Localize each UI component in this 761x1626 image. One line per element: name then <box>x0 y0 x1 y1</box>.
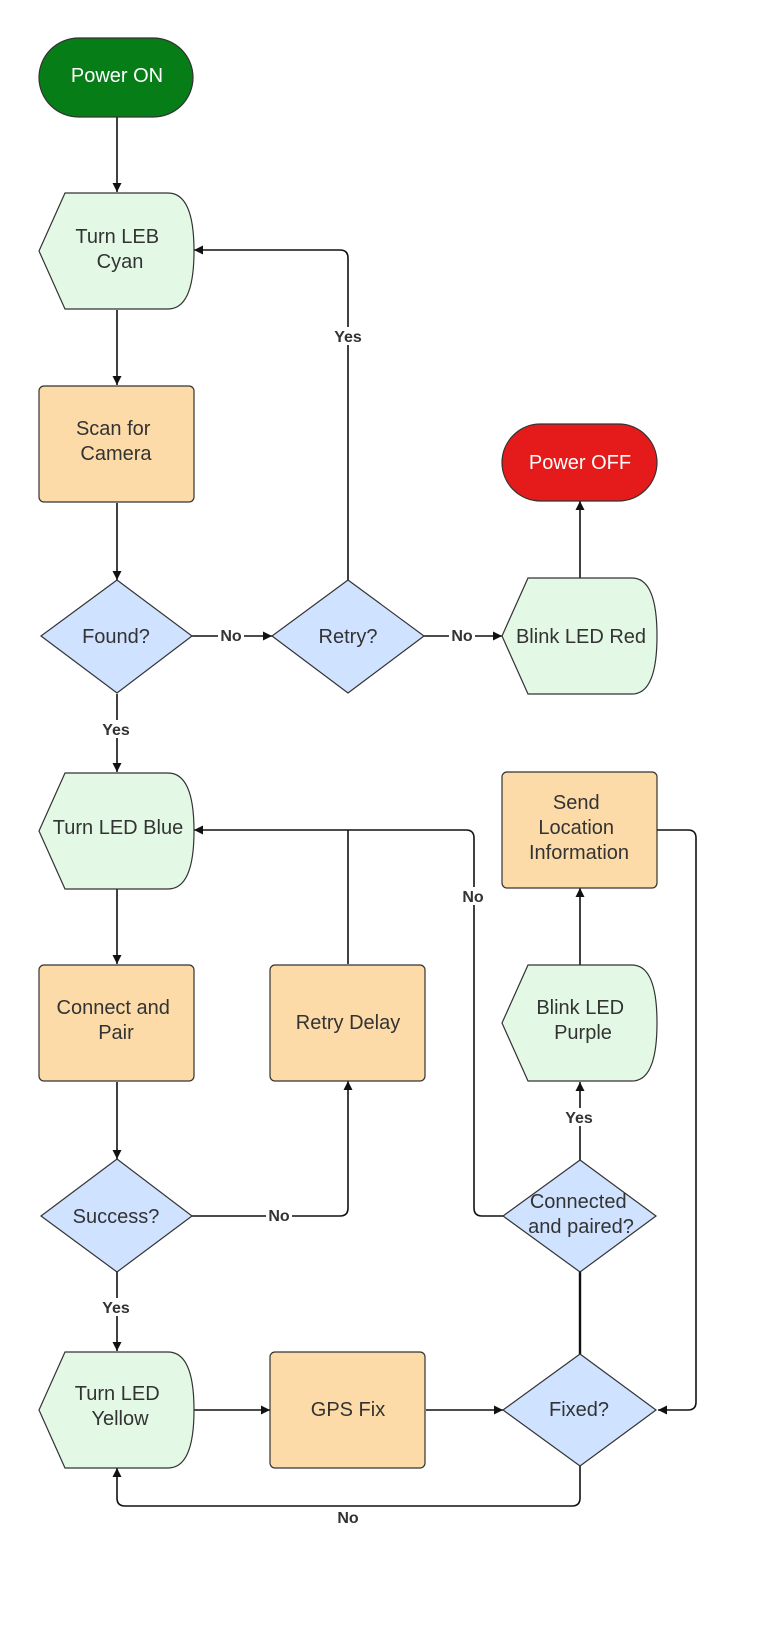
found-decision-label: Found? <box>82 626 150 648</box>
power-off-label: Power OFF <box>529 452 631 474</box>
edge-label-connected-no: No <box>462 889 484 906</box>
connected-and-paired-decision-node: Connected and paired? <box>501 1159 658 1273</box>
success-decision-label: Success? <box>73 1206 160 1228</box>
turn-led-yellow-label-line1: Turn LED <box>75 1383 160 1405</box>
gps-fix-shape <box>269 1351 426 1469</box>
turn-led-cyan-shape <box>38 192 195 310</box>
retry-delay-label: Retry Delay <box>296 1012 400 1034</box>
connected-and-paired-decision-shape <box>501 1159 658 1273</box>
gps-fix-node: GPS Fix <box>269 1351 426 1469</box>
edge-fixed-no-to-turn-led-yellow <box>112 1466 581 1507</box>
svg-text:Retry Delay: Retry Delay <box>296 1012 400 1034</box>
edge-label-retry-yes: Yes <box>334 329 362 346</box>
blink-led-red-node: Blink LED Red <box>501 577 658 695</box>
send-location-information-node: Send Location Information <box>501 771 658 889</box>
retry-decision-node: Retry? <box>270 579 426 694</box>
svg-text:Retry?: Retry? <box>319 626 378 648</box>
blink-led-purple-shape <box>501 964 658 1082</box>
gps-fix-label: GPS Fix <box>311 1399 385 1421</box>
turn-led-yellow-shape <box>38 1351 195 1469</box>
svg-text:Turn LED Yellow: Turn LED Yellow <box>75 1383 165 1430</box>
edge-connected-no-to-turn-led-blue <box>194 825 503 1217</box>
edge-label-success-no: No <box>268 1208 290 1225</box>
blink-led-red-shape <box>501 577 658 695</box>
connect-and-pair-label-line1: Connect and <box>57 997 170 1019</box>
edge-success-no-to-retry-delay <box>192 1081 353 1217</box>
send-location-label-line2: Location <box>538 817 614 839</box>
svg-text:Power ON: Power ON <box>71 65 163 87</box>
svg-text:Turn LEB Cyan: Turn LEB Cyan <box>75 226 164 273</box>
send-location-information-shape <box>501 771 658 889</box>
power-on-shape <box>38 37 194 118</box>
connected-and-paired-label-line1: Connected <box>530 1191 627 1213</box>
svg-text:Connected and paired?: Connected and paired? <box>528 1191 634 1238</box>
blink-led-purple-node: Blink LED Purple <box>501 964 658 1082</box>
svg-text:Fixed?: Fixed? <box>549 1399 609 1421</box>
nodes: Power ON Turn LEB Cyan Scan for Camera F… <box>38 37 658 1469</box>
blink-led-red-label: Blink LED Red <box>516 626 646 648</box>
svg-text:Blink LED Purple: Blink LED Purple <box>536 997 629 1044</box>
send-location-label-line3: Information <box>529 842 629 864</box>
power-off-node: Power OFF <box>501 423 658 502</box>
fixed-decision-shape <box>501 1353 658 1467</box>
svg-text:Power OFF: Power OFF <box>529 452 631 474</box>
connected-and-paired-label-line2: and paired? <box>528 1216 634 1238</box>
scan-for-camera-node: Scan for Camera <box>38 385 195 503</box>
edge-label-connected-yes: Yes <box>565 1110 593 1127</box>
edge-label-retry-no: No <box>451 628 473 645</box>
power-on-node: Power ON <box>38 37 194 118</box>
svg-text:Turn LED Blue: Turn LED Blue <box>53 817 183 839</box>
retry-delay-node: Retry Delay <box>269 964 426 1082</box>
edge-label-found-yes: Yes <box>102 722 130 739</box>
edge-label-found-no: No <box>220 628 242 645</box>
send-location-label-line1: Send <box>553 792 600 814</box>
connect-and-pair-shape <box>38 964 195 1082</box>
turn-led-yellow-label-line2: Yellow <box>91 1408 149 1430</box>
svg-text:Blink LED Red: Blink LED Red <box>516 626 646 648</box>
blink-led-purple-label-line1: Blink LED <box>536 997 624 1019</box>
edge-labels: No Yes Yes No No Yes No No Yes <box>99 327 596 1527</box>
connect-and-pair-label-line2: Pair <box>98 1022 134 1044</box>
turn-led-blue-shape <box>38 772 195 890</box>
found-decision-node: Found? <box>39 579 193 694</box>
power-on-label: Power ON <box>71 65 163 87</box>
svg-text:Scan for Camera: Scan for Camera <box>76 418 156 465</box>
success-decision-node: Success? <box>39 1158 193 1273</box>
retry-delay-shape <box>269 964 426 1082</box>
success-decision-shape <box>39 1158 193 1273</box>
connect-and-pair-node: Connect and Pair <box>38 964 195 1082</box>
found-decision-shape <box>39 579 193 694</box>
turn-led-yellow-node: Turn LED Yellow <box>38 1351 195 1469</box>
edge-label-success-yes: Yes <box>102 1300 130 1317</box>
edges <box>112 117 697 1507</box>
scan-for-camera-label-line1: Scan for <box>76 418 151 440</box>
scan-for-camera-shape <box>38 385 195 503</box>
edge-retry-yes-to-turn-led-cyan <box>194 245 349 580</box>
turn-led-blue-node: Turn LED Blue <box>38 772 195 890</box>
svg-text:Send Location: Send Location Information <box>529 792 629 864</box>
svg-text:Found?: Found? <box>82 626 150 648</box>
blink-led-purple-label-line2: Purple <box>554 1022 612 1044</box>
svg-text:Success?: Success? <box>73 1206 160 1228</box>
turn-led-blue-label: Turn LED Blue <box>53 817 183 839</box>
edge-send-location-to-fixed <box>657 829 697 1415</box>
svg-text:Connect and Pair: Connect and Pair <box>57 997 176 1044</box>
retry-decision-shape <box>270 579 426 694</box>
scan-for-camera-label-line2: Camera <box>80 443 152 465</box>
turn-led-cyan-node: Turn LEB Cyan <box>38 192 195 310</box>
svg-text:GPS Fix: GPS Fix <box>311 1399 385 1421</box>
fixed-decision-label: Fixed? <box>549 1399 609 1421</box>
edge-label-fixed-no: No <box>337 1510 359 1527</box>
fixed-decision-node: Fixed? <box>501 1353 658 1467</box>
retry-decision-label: Retry? <box>319 626 378 648</box>
turn-led-cyan-label-line2: Cyan <box>97 251 144 273</box>
power-off-shape <box>501 423 658 502</box>
turn-led-cyan-label-line1: Turn LEB <box>75 226 159 248</box>
